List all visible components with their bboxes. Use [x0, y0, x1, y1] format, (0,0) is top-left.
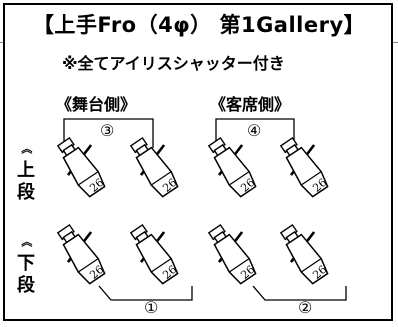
row-char: 下	[17, 253, 35, 274]
circuit-number-1: ①	[144, 298, 159, 317]
fixture-icon	[200, 215, 267, 289]
row-label-upper: 《 上 段	[13, 143, 39, 204]
section-label-stage-side: 《舞台側》	[56, 95, 137, 114]
fixture-icon	[272, 215, 339, 289]
diagram-title: 【上手Fro（4φ） 第1Gallery】	[32, 13, 366, 37]
row-char: 段	[17, 275, 35, 296]
fixture-icon	[49, 215, 116, 289]
circuit-bracket-4	[215, 118, 295, 148]
circuit-number-2: ②	[298, 298, 313, 317]
diagram-subtitle: ※全てアイリスシャッター付き	[62, 54, 285, 73]
fixture-icon	[49, 128, 116, 202]
fixture-icon	[122, 128, 189, 202]
row-char: 段	[17, 182, 35, 203]
edge-line-top-left	[0, 42, 3, 43]
fixture-icon	[122, 215, 189, 289]
circuit-number-3: ③	[100, 121, 115, 140]
fixture-icon	[200, 128, 267, 202]
row-label-lower: 《 下 段	[13, 236, 39, 297]
row-char: 上	[17, 160, 35, 181]
section-label-audience-side: 《客席側》	[210, 95, 291, 114]
circuit-bracket-2	[252, 285, 347, 301]
edge-line-top-right	[393, 42, 398, 43]
circuit-bracket-1	[98, 285, 193, 301]
circuit-bracket-3	[63, 118, 154, 148]
circuit-number-4: ④	[247, 121, 262, 140]
fixture-icon	[272, 128, 339, 202]
